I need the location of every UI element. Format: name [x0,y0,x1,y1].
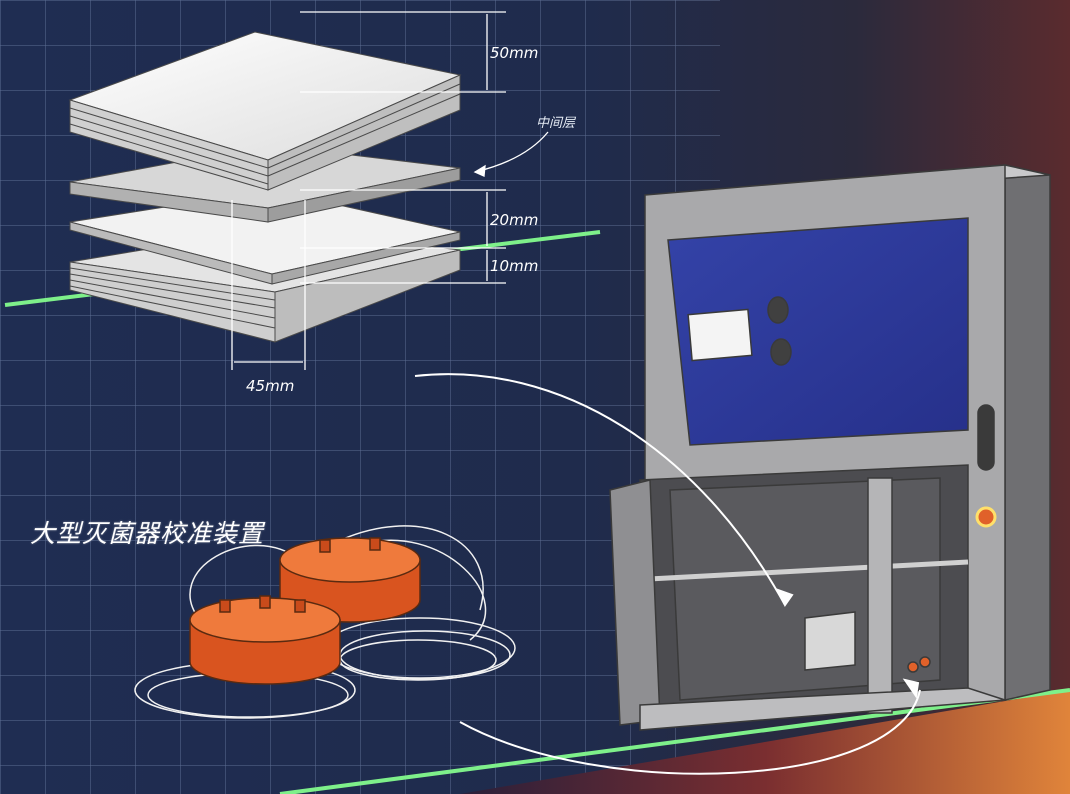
side-switch [977,404,995,471]
dimension-label-top: 50mm [490,44,539,62]
middle-layer-label: 中间层 [536,116,576,131]
knob-top [767,296,789,324]
dimension-label-gap: 20mm [490,211,539,229]
display-screen [687,308,753,362]
orange-cylinder-front [189,595,341,685]
plate-stack-icon [68,31,462,343]
sterilizer-cabinet-icon [609,164,1051,731]
power-light [975,506,997,528]
calibration-device-icon [134,525,516,719]
dimension-label-width: 45mm [246,377,295,395]
control-panel [667,217,969,446]
green-accent-line-bottom [279,688,1070,794]
device-title: 大型灭菌器校准装置 [30,519,265,548]
thin-plate-3 [69,189,461,285]
chamber-floor [639,687,1006,731]
test-block [804,611,856,671]
top-plate [68,31,462,191]
connector-arrows [414,373,921,775]
dimension-lines [231,11,549,370]
knob-bottom [770,338,792,366]
cabinet-side [1004,164,1051,701]
dimension-label-bottom: 10mm [490,257,539,275]
